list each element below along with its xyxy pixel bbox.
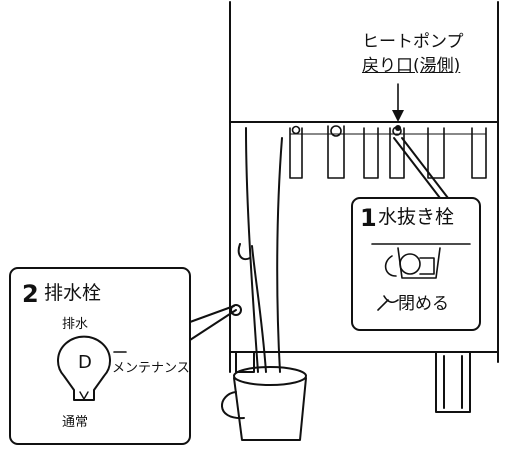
heat-pump-label-line2: 戻り口(湯側) xyxy=(362,56,461,76)
normal-mark-label: 通常 xyxy=(62,415,89,430)
callout-1-title: 水抜き栓 xyxy=(378,206,455,228)
callout-2-title: 排水栓 xyxy=(44,282,102,304)
maintenance-mark-label: メンテナンス xyxy=(112,361,190,376)
drain-hoses xyxy=(237,127,283,373)
pipe-connections xyxy=(289,125,487,179)
drain-cock-valve xyxy=(371,243,471,311)
callout-1-action: 閉める xyxy=(398,294,449,314)
drain-plug-dial xyxy=(57,335,127,401)
heat-pump-arrow-icon xyxy=(392,110,404,122)
callout-2-box xyxy=(9,267,242,445)
heat-pump-label-line1: ヒートポンプ xyxy=(362,32,464,52)
callout-1-number: 1 xyxy=(360,204,377,232)
callout-1-box xyxy=(351,137,481,331)
drain-mark-label: 排水 xyxy=(62,317,89,332)
dial-letter: D xyxy=(78,352,92,373)
bucket xyxy=(221,366,307,441)
water-heater-unit xyxy=(229,1,499,413)
callout-2-number: 2 xyxy=(22,280,39,308)
heat-pump-port-dot xyxy=(395,125,401,131)
